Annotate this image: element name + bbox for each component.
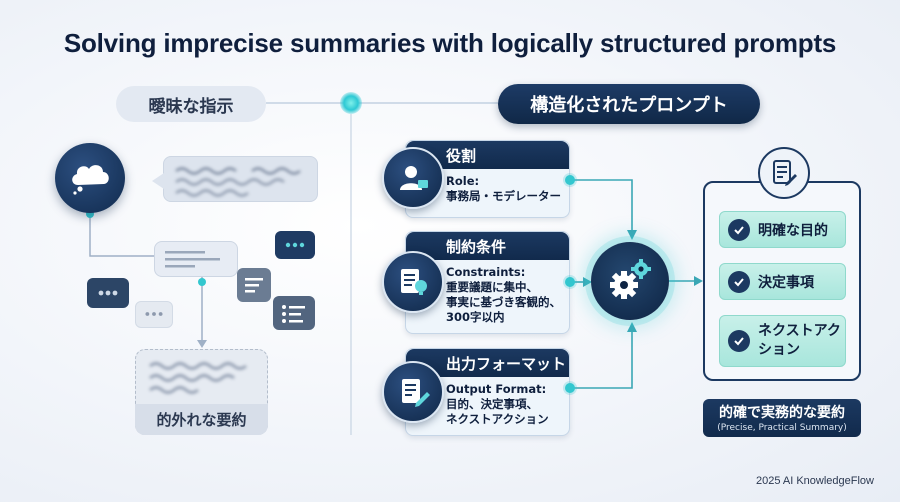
document-pen-icon (758, 147, 810, 199)
chat-bubble-icon (87, 278, 129, 308)
thought-bubble-icon (55, 143, 125, 213)
result-item-purpose: 明確な目的 (719, 211, 846, 248)
result-item-next-actions: ネクストアク ション (719, 315, 846, 367)
output-format-card-body: Output Format: 目的、決定事項、 ネクストアクション (446, 382, 549, 426)
irrelevant-summary-label: 的外れな要約 (135, 404, 268, 435)
chat-bubble-icon (237, 268, 271, 302)
chat-bubble-icon (273, 296, 315, 330)
constraints-card-heading: 制約条件 (406, 232, 569, 260)
constraints-card-body: Constraints: 重要議題に集中、 事実に基づき客観的、 300字以内 (446, 265, 561, 324)
text-lines-bubble (154, 241, 238, 277)
scribble-text-icon (149, 362, 247, 394)
precise-summary-subtitle: (Precise, Practical Summary) (717, 423, 847, 433)
output-format-card-heading: 出力フォーマット (406, 349, 569, 377)
role-card-body: Role: 事務局・モデレーター (446, 174, 561, 203)
document-lightbulb-icon (382, 251, 444, 313)
person-icon (382, 147, 444, 209)
scribble-text-icon (175, 167, 301, 197)
footer-credit: 2025 AI KnowledgeFlow (755, 475, 874, 487)
gears-icon (591, 242, 669, 320)
connector-dot (565, 277, 575, 287)
vague-text-bubble (152, 156, 318, 202)
ellipsis-icon (135, 301, 173, 328)
center-node (340, 92, 362, 114)
result-item-decisions: 決定事項 (719, 263, 846, 300)
page-title: Solving imprecise summaries with logical… (63, 28, 837, 58)
chat-bubble-icon (275, 231, 315, 259)
connector-dot (565, 383, 575, 393)
connector-dot (565, 175, 575, 185)
document-pen-icon (382, 361, 444, 423)
ambiguous-instruction-label: 曖昧な指示 (116, 86, 266, 122)
precise-summary-title: 的確で実務的な要約 (719, 405, 845, 421)
precise-summary-label: 的確で実務的な要約 (Precise, Practical Summary) (703, 399, 861, 437)
check-icon (728, 270, 750, 293)
structured-prompt-label: 構造化されたプロンプト (498, 84, 760, 124)
check-icon (728, 218, 750, 241)
check-icon (728, 330, 750, 352)
